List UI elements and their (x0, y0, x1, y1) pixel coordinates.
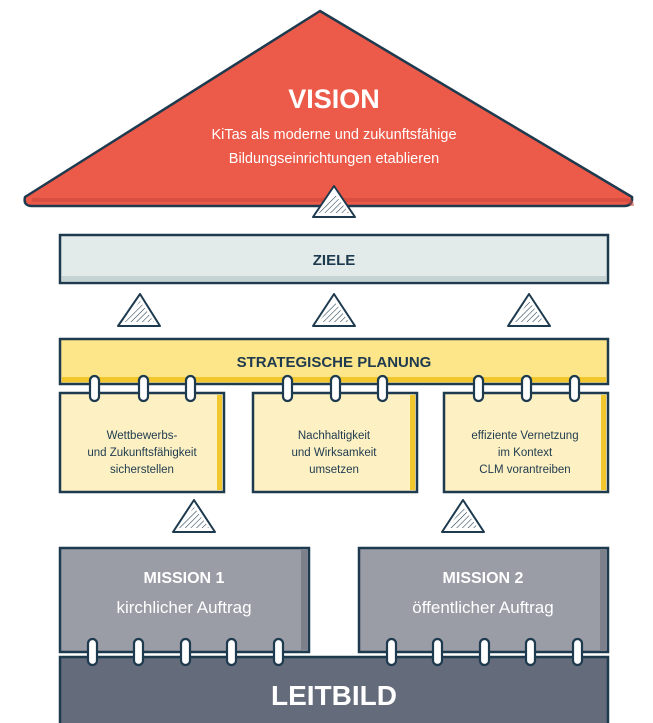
strategy-card-3: effiziente Vernetzung im Kontext CLM vor… (442, 391, 610, 494)
strategy-card-1-line3: sicherstellen (110, 464, 174, 476)
mission-2-box: MISSION 2 öffentlicher Auftrag (357, 546, 610, 654)
strategy-card-3-line2: im Kontext (498, 447, 553, 459)
mission-1-subtitle: kirchlicher Auftrag (116, 598, 251, 617)
strategy-card-3-line1: effiziente Vernetzung (471, 430, 578, 442)
ziele-title: ZIELE (313, 252, 356, 269)
vision-text-line2: Bildungseinrichtungen etablieren (229, 151, 439, 167)
mission-1-box: MISSION 1 kirchlicher Auftrag (58, 546, 311, 654)
strategie-title: STRATEGISCHE PLANUNG (237, 354, 432, 371)
vision-text-line1: KiTas als moderne und zukunftsfähige (211, 127, 456, 143)
vision-title: VISION (288, 84, 380, 114)
strategy-card-2-line1: Nachhaltigkeit (298, 430, 371, 442)
vision-roof: VISION KiTas als moderne und zukunftsfäh… (23, 9, 634, 208)
strategy-card-3-line3: CLM vorantreiben (479, 464, 570, 476)
strategy-card-2-line2: und Wirksamkeit (292, 447, 378, 459)
mission-2-title: MISSION 2 (443, 570, 524, 587)
leitbild-base: LEITBILD (58, 655, 610, 723)
strategy-card-1-line2: und Zukunftsfähigkeit (87, 447, 197, 459)
connector-triangle-goal-3 (507, 293, 551, 327)
mission-2-subtitle: öffentlicher Auftrag (412, 598, 553, 617)
strategy-card-1-line1: Wettbewerbs- (107, 430, 178, 442)
binder-rings-mission (86, 637, 584, 667)
binder-rings-strategy (88, 374, 581, 403)
strategy-card-1: Wettbewerbs- und Zukunftsfähigkeit siche… (58, 391, 226, 494)
connector-triangle-mission-1 (172, 499, 216, 533)
strategy-card-2-line3: umsetzen (309, 464, 359, 476)
leitbild-title: LEITBILD (271, 680, 397, 711)
ziele-bar: ZIELE (58, 233, 610, 285)
connector-triangle-goal-2 (312, 293, 356, 327)
strategy-card-2: Nachhaltigkeit und Wirksamkeit umsetzen (251, 391, 419, 494)
connector-triangle-mission-2 (441, 499, 485, 533)
mission-1-title: MISSION 1 (144, 570, 225, 587)
connector-triangle-vision (312, 185, 356, 218)
connector-triangle-goal-1 (117, 293, 161, 327)
